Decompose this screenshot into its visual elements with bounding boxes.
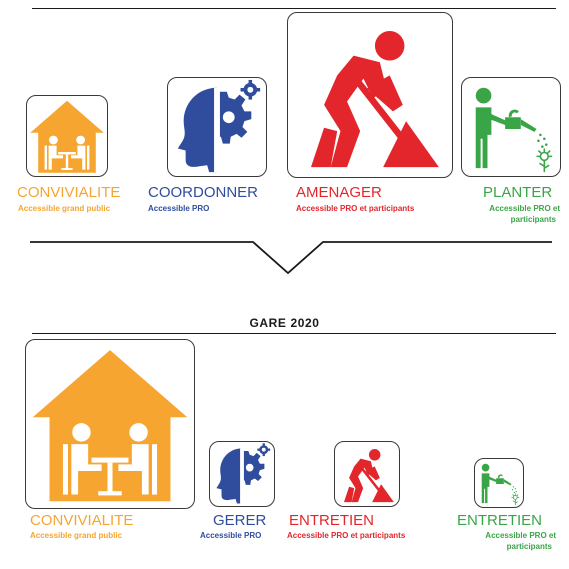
top-tile-coordonner [167,77,267,177]
top-sub-coordonner: Accessible PRO [148,204,210,213]
bottom-sub-gerer: Accessible PRO [200,531,262,540]
watering-can-icon [462,78,560,176]
bottom-tile-entretien-2 [474,458,524,508]
digging-worker-icon [288,13,452,177]
top-label-coordonner: COORDONNER [148,184,259,201]
house-table-icon [26,340,194,508]
bottom-label-entretien-1: ENTRETIEN [289,512,375,529]
head-gear-icon [168,78,266,176]
top-tile-amenager [287,12,453,178]
bottom-sub-convivialite: Accessible grand public [30,531,123,540]
top-label-amenager: AMENAGER [296,184,382,201]
chevron-divider [30,241,552,275]
bottom-tile-gerer [209,441,275,507]
bottom-sub-entretien-2-line1: Accessible PRO et [485,531,556,540]
bottom-tile-entretien-1 [334,441,400,507]
top-sub-planter-line2: participants [510,215,556,224]
bottom-rule [32,333,556,334]
top-rule [32,8,556,9]
head-gear-icon [210,442,274,506]
bottom-sub-entretien-2-line2: participants [506,542,552,551]
top-tile-planter [461,77,561,177]
bottom-label-gerer: GERER [213,512,267,529]
watering-can-icon [475,459,523,507]
bottom-label-convivialite: CONVIVIALITE [30,512,134,529]
top-sub-planter-line1: Accessible PRO et [489,204,560,213]
top-label-planter: PLANTER [483,184,553,201]
top-sub-convivialite: Accessible grand public [18,204,111,213]
bottom-tile-convivialite [25,339,195,509]
top-sub-amenager: Accessible PRO et participants [296,204,415,213]
section-title: GARE 2020 [249,316,320,330]
digging-worker-icon [335,442,399,506]
bottom-label-entretien-2: ENTRETIEN [457,512,543,529]
top-tile-convivialite [26,95,108,177]
top-label-convivialite: CONVIVIALITE [17,184,121,201]
bottom-sub-entretien-1: Accessible PRO et participants [287,531,406,540]
house-table-icon [27,96,107,176]
